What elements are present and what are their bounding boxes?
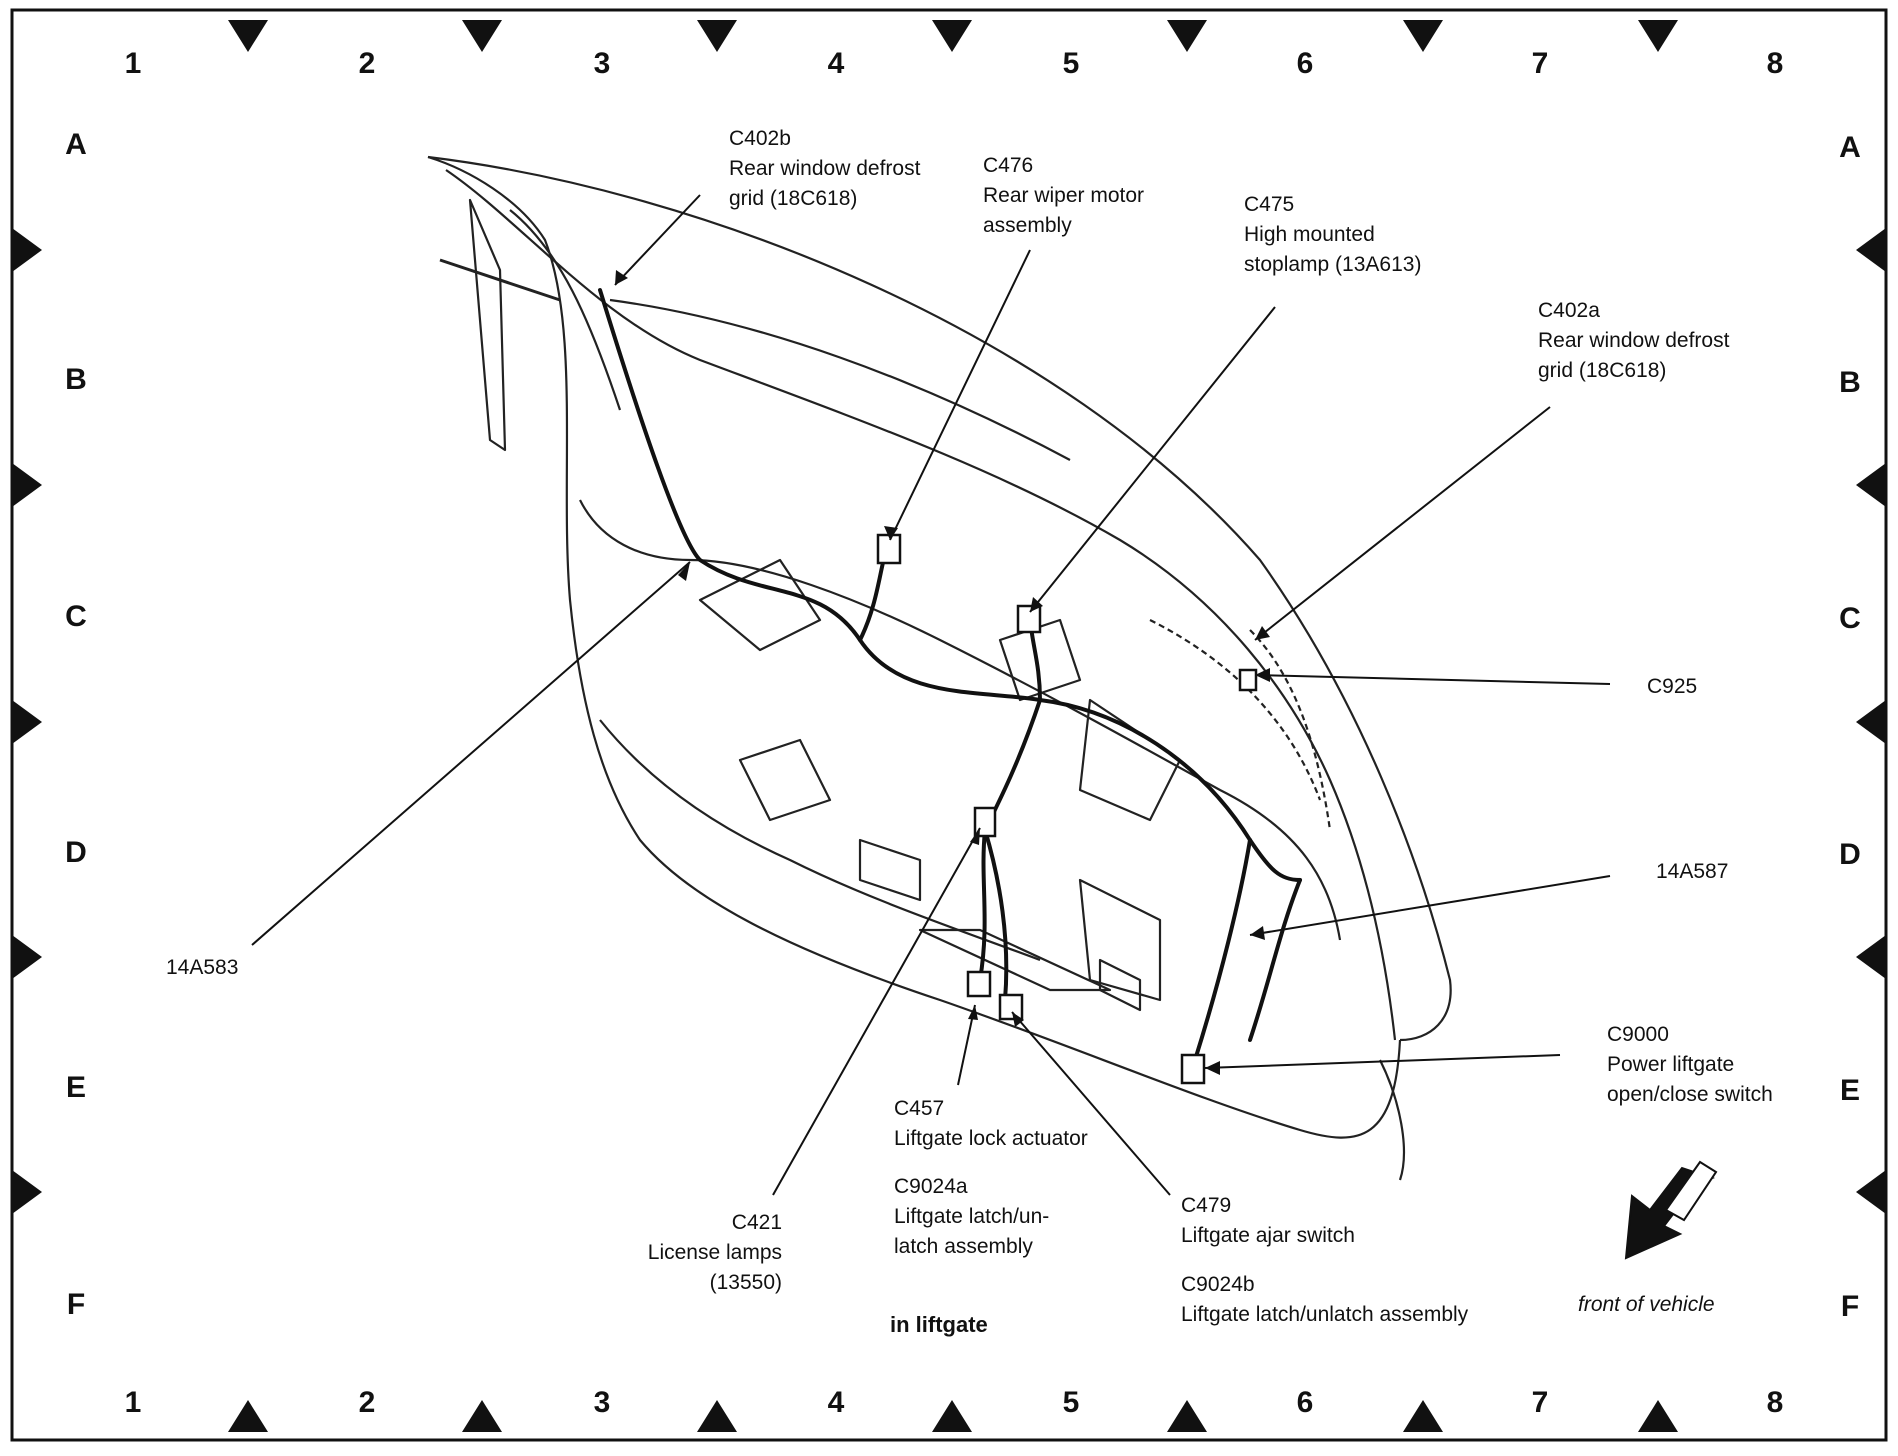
callout-c475-line2: stoplamp (13A613) xyxy=(1244,253,1422,276)
callout-c476: C476 Rear wiper motor assembly xyxy=(983,151,1144,241)
grid-row-left-c: C xyxy=(65,600,87,633)
callout-c479-code: C479 xyxy=(1181,1194,1232,1217)
grid-row-left-b: B xyxy=(65,363,87,396)
callout-c402a-code: C402a xyxy=(1538,299,1600,322)
callout-c925-code: C925 xyxy=(1647,675,1698,698)
grid-col-bottom-7: 7 xyxy=(1531,1386,1549,1419)
leader-arrowheads xyxy=(615,270,1270,1075)
grid-col-bottom-6: 6 xyxy=(1296,1386,1314,1419)
front-of-vehicle-arrow-icon xyxy=(1624,1160,1718,1260)
top-zone-markers xyxy=(228,20,1678,52)
callout-14a587-code: 14A587 xyxy=(1656,860,1729,883)
callout-c421-line2: (13550) xyxy=(709,1271,782,1294)
callout-c457: C457 Liftgate lock actuator xyxy=(894,1094,1088,1154)
grid-col-top-7: 7 xyxy=(1531,47,1549,80)
grid-row-right-b: B xyxy=(1839,366,1861,399)
callout-c402b: C402b Rear window defrost grid (18C618) xyxy=(729,124,920,214)
grid-col-bottom-8: 8 xyxy=(1766,1386,1784,1419)
grid-col-top-2: 2 xyxy=(358,47,376,80)
callout-c402b-line2: grid (18C618) xyxy=(729,187,858,210)
grid-col-bottom-4: 4 xyxy=(827,1386,845,1419)
callout-c402a-line2: grid (18C618) xyxy=(1538,359,1667,382)
callout-c9000-line1: Power liftgate xyxy=(1607,1053,1735,1076)
callout-c475-line1: High mounted xyxy=(1244,223,1375,246)
diagram-caption: in liftgate xyxy=(890,1312,988,1337)
callout-c9024a-line2: latch assembly xyxy=(894,1235,1033,1258)
grid-col-bottom-1: 1 xyxy=(124,1386,142,1419)
grid-row-left-f: F xyxy=(66,1288,86,1321)
callout-14a583-code: 14A583 xyxy=(166,956,239,979)
grid-row-right-f: F xyxy=(1840,1290,1860,1323)
leader-lines xyxy=(251,194,1611,1196)
front-of-vehicle-label: front of vehicle xyxy=(1578,1293,1715,1316)
callout-14a583: 14A583 xyxy=(166,953,238,983)
callout-c9024b-code: C9024b xyxy=(1181,1273,1255,1296)
bottom-zone-markers xyxy=(228,1400,1678,1432)
grid-col-bottom-3: 3 xyxy=(593,1386,611,1419)
callout-c421: C421 License lamps (13550) xyxy=(580,1208,782,1298)
callout-c402b-line1: Rear window defrost xyxy=(729,157,921,180)
callout-c925: C925 xyxy=(1647,672,1697,702)
connectors xyxy=(876,533,1258,1085)
callout-c402a-line1: Rear window defrost xyxy=(1538,329,1730,352)
callout-c402b-code: C402b xyxy=(729,127,791,150)
grid-col-bottom-2: 2 xyxy=(358,1386,376,1419)
callout-14a587: 14A587 xyxy=(1656,857,1728,887)
grid-col-bottom-5: 5 xyxy=(1062,1386,1080,1419)
grid-col-top-4: 4 xyxy=(827,47,845,80)
grid-row-right-a: A xyxy=(1839,131,1861,164)
callout-c479: C479 Liftgate ajar switch xyxy=(1181,1191,1355,1251)
callout-c9024b-line1: Liftgate latch/unlatch assembly xyxy=(1181,1303,1469,1326)
left-zone-markers xyxy=(12,228,42,1214)
grid-row-left-e: E xyxy=(65,1071,86,1104)
callout-c457-line1: Liftgate lock actuator xyxy=(894,1127,1088,1150)
liftgate-outline xyxy=(427,155,1452,1181)
grid-row-right-e: E xyxy=(1839,1074,1860,1107)
grid-col-top-3: 3 xyxy=(593,47,611,80)
callout-c9000: C9000 Power liftgate open/close switch xyxy=(1607,1020,1773,1110)
callout-c9000-code: C9000 xyxy=(1607,1023,1669,1046)
grid-row-left-d: D xyxy=(65,836,87,869)
grid-row-left-a: A xyxy=(65,128,87,161)
callout-c475-code: C475 xyxy=(1244,193,1295,216)
callout-c9024b: C9024b Liftgate latch/unlatch assembly xyxy=(1181,1270,1468,1330)
grid-row-right-c: C xyxy=(1839,602,1861,635)
callout-c9024a: C9024a Liftgate latch/un- latch assembly xyxy=(894,1172,1049,1262)
grid-col-top-6: 6 xyxy=(1296,47,1314,80)
grid-col-top-5: 5 xyxy=(1062,47,1080,80)
callout-c9024a-line1: Liftgate latch/un- xyxy=(894,1205,1050,1228)
callout-c9024a-code: C9024a xyxy=(894,1175,968,1198)
callout-c476-line1: Rear wiper motor xyxy=(983,184,1145,207)
grid-col-top-1: 1 xyxy=(124,47,142,80)
right-zone-markers xyxy=(1856,228,1886,1214)
callout-c9000-line2: open/close switch xyxy=(1607,1083,1773,1106)
callout-c476-line2: assembly xyxy=(983,214,1072,237)
callout-c475: C475 High mounted stoplamp (13A613) xyxy=(1244,190,1421,280)
callout-c457-code: C457 xyxy=(894,1097,945,1120)
callout-c476-code: C476 xyxy=(983,154,1034,177)
callout-c402a: C402a Rear window defrost grid (18C618) xyxy=(1538,296,1729,386)
callout-c421-code: C421 xyxy=(731,1211,782,1234)
grid-col-top-8: 8 xyxy=(1766,47,1784,80)
callout-c479-line1: Liftgate ajar switch xyxy=(1181,1224,1355,1247)
grid-row-right-d: D xyxy=(1839,838,1861,871)
callout-c421-line1: License lamps xyxy=(647,1241,782,1264)
